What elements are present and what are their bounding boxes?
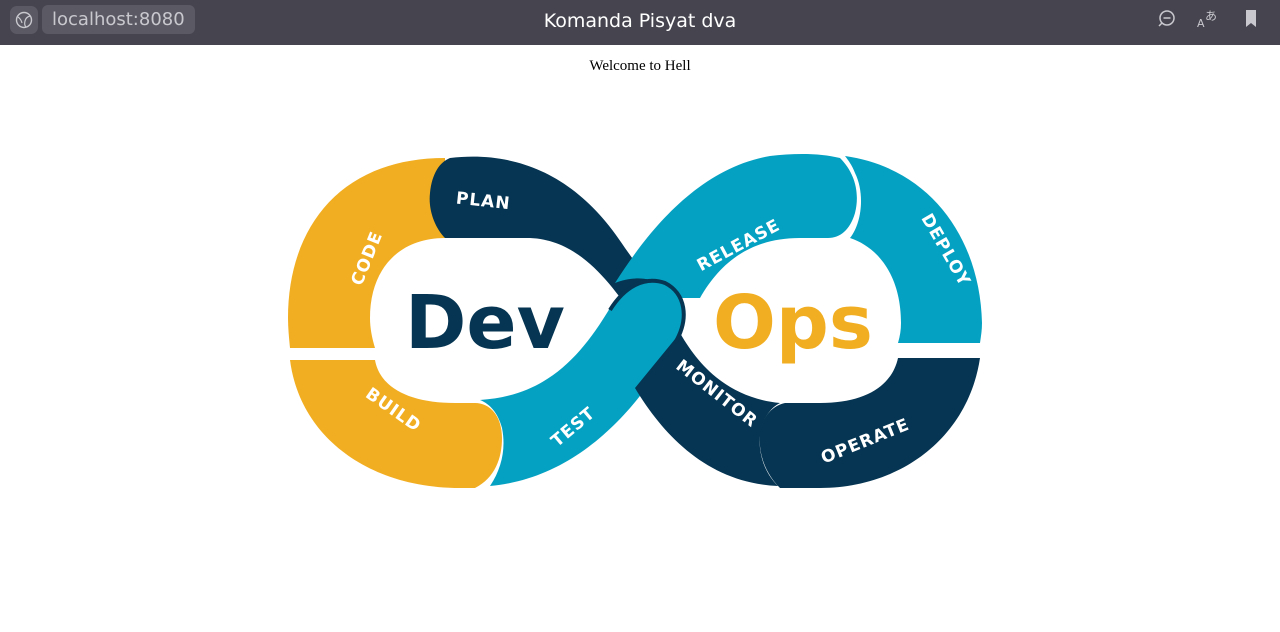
- svg-text:A: A: [1197, 17, 1205, 30]
- browser-toolbar: localhost:8080 Komanda Pisyat dva A あ: [0, 0, 1280, 45]
- svg-text:あ: あ: [1205, 9, 1217, 23]
- deploy-segment: [845, 156, 982, 343]
- build-segment: [290, 360, 502, 488]
- address-bar[interactable]: localhost:8080: [42, 5, 195, 34]
- bookmark-icon[interactable]: [1240, 8, 1262, 30]
- logo-dev-word: Dev: [405, 280, 565, 366]
- devops-infinity-logo: Dev Ops PLAN CODE BUILD TEST RELEASE DEP…: [280, 148, 990, 493]
- translate-icon[interactable]: A あ: [1196, 8, 1220, 30]
- operate-segment: [759, 358, 980, 488]
- monitor-segment: [635, 333, 780, 486]
- welcome-text: Welcome to Hell: [589, 58, 691, 74]
- plan-segment: [429, 156, 675, 318]
- test-segment: [480, 280, 684, 486]
- globe-icon[interactable]: [10, 6, 38, 34]
- zoom-out-icon[interactable]: [1156, 8, 1178, 30]
- release-segment: [615, 153, 857, 298]
- code-segment: [288, 158, 445, 348]
- logo-ops-word: Ops: [713, 280, 873, 366]
